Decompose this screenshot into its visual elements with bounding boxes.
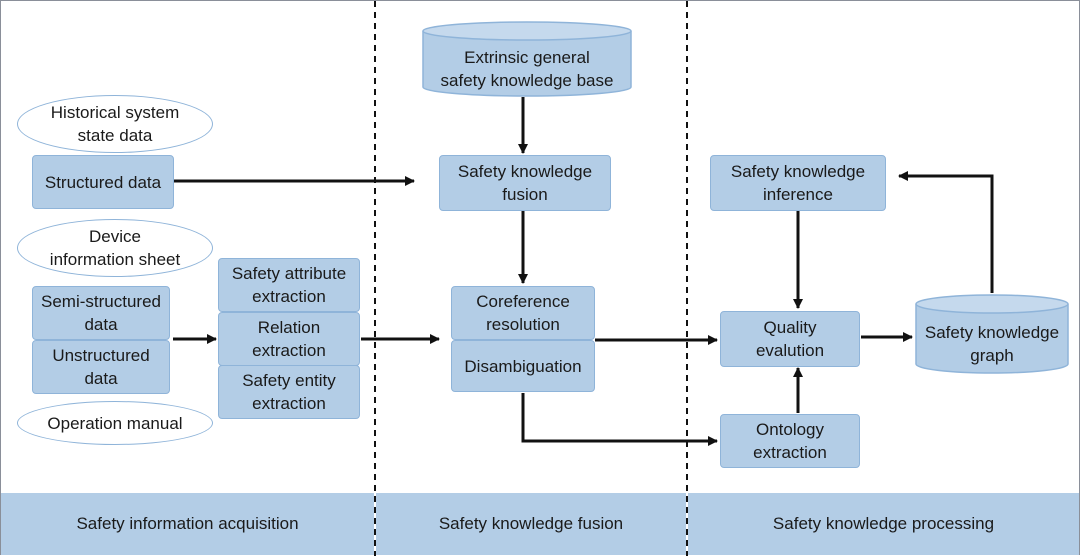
safety-knowledge-inference-box: Safety knowledge inference (710, 155, 886, 211)
relation-extraction-box: Relation extraction (218, 312, 360, 366)
knowledge-graph-cylinder (915, 294, 1069, 374)
quality-evaluation-box: Quality evalution (720, 311, 860, 367)
safety-knowledge-fusion-box: Safety knowledge fusion (439, 155, 611, 211)
arrow-graph-to-inference (898, 171, 994, 293)
arrow-disambiguation-to-ontology (521, 393, 718, 446)
unstructured-data-box: Unstructured data (32, 340, 170, 394)
safety-entity-extraction-box: Safety entity extraction (218, 365, 360, 419)
safety-knowledge-graph-label: Safety knowledge graph (924, 323, 1060, 365)
ontology-extraction-box: Ontology extraction (720, 414, 860, 468)
semi-structured-data-box: Semi-structured data (32, 286, 170, 340)
external-kb-label: Extrinsic general safety knowledge base (440, 48, 614, 90)
disambiguation-box: Disambiguation (451, 340, 595, 392)
footer-stage-fusion: Safety knowledge fusion (376, 493, 686, 555)
coreference-resolution-box: Coreference resolution (451, 286, 595, 340)
footer-stage-acquisition: Safety information acquisition (1, 493, 374, 555)
safety-attribute-extraction-box: Safety attribute extraction (218, 258, 360, 312)
operation-manual-source: Operation manual (17, 401, 213, 445)
footer-stage-processing: Safety knowledge processing (688, 493, 1079, 555)
historical-state-data-source: Historical system state data (17, 95, 213, 153)
structured-data-box: Structured data (32, 155, 174, 209)
external-kb-cylinder (422, 21, 632, 97)
device-information-sheet-source: Device information sheet (17, 219, 213, 277)
